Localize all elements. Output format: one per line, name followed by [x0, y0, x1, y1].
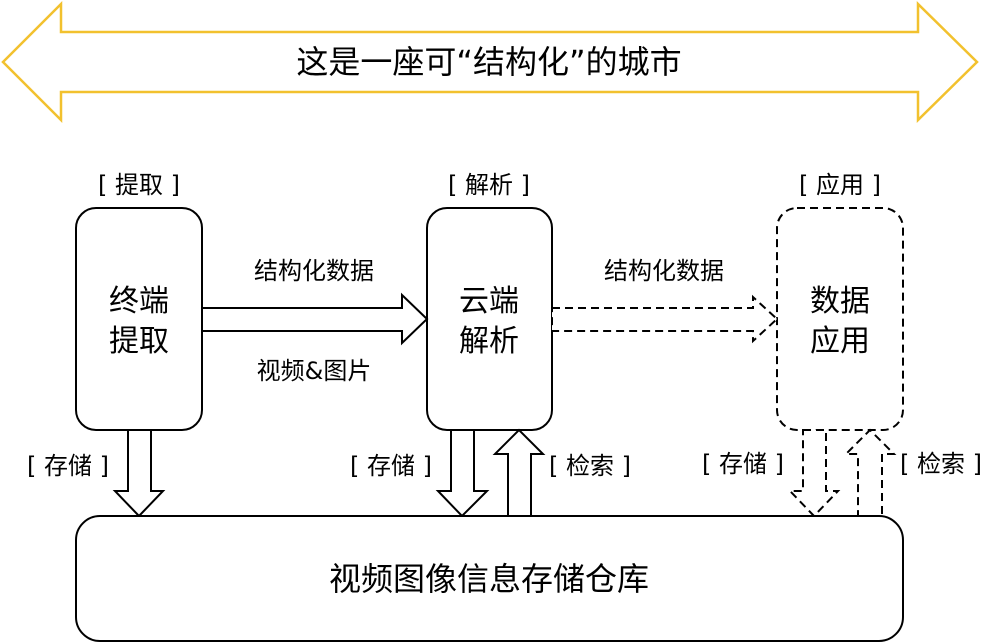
- label-apply-search: [ 检索 ]: [900, 450, 982, 478]
- store-arrow-apply: [787, 429, 841, 518]
- warehouse-label: 视频图像信息存储仓库: [329, 560, 649, 598]
- box-cloud-parse-line1: 云端: [459, 284, 519, 319]
- box-data-apply-line2: 应用: [810, 324, 870, 359]
- banner-title: 这是一座可“结构化”的城市: [296, 43, 681, 81]
- box-cloud-parse-line2: 解析: [459, 324, 519, 359]
- search-arrow-apply: [843, 428, 897, 517]
- flow-label-structured-data-1: 结构化数据: [254, 257, 374, 285]
- flow-label-structured-data-2: 结构化数据: [604, 257, 724, 285]
- store-arrow-extract: [112, 429, 166, 518]
- flow-label-video-image: 视频&图片: [257, 357, 372, 385]
- label-parse-search: [ 检索 ]: [549, 452, 631, 480]
- label-apply-store: [ 存储 ]: [702, 450, 784, 478]
- box-terminal-extract-line2: 提取: [109, 324, 169, 359]
- flow-arrow-parse-to-apply: [551, 294, 779, 344]
- flow-arrow-extract-to-parse: [201, 292, 429, 346]
- box-data-apply-line1: 数据: [810, 284, 870, 319]
- box-terminal-extract-line1: 终端: [109, 284, 169, 319]
- search-arrow-parse: [492, 428, 546, 517]
- box-data-apply: 数据 应用: [776, 207, 904, 431]
- store-arrow-parse: [435, 429, 490, 518]
- warehouse-box: 视频图像信息存储仓库: [75, 515, 904, 642]
- box-terminal-extract: 终端 提取: [75, 207, 203, 431]
- label-parse-store: [ 存储 ]: [350, 452, 432, 480]
- box-cloud-parse: 云端 解析: [426, 207, 553, 431]
- stage-label-extract: [ 提取 ]: [98, 171, 180, 199]
- label-extract-store: [ 存储 ]: [27, 452, 109, 480]
- stage-label-apply: [ 应用 ]: [799, 171, 881, 199]
- stage-label-parse: [ 解析 ]: [448, 171, 530, 199]
- banner-double-arrow: [1, 0, 979, 124]
